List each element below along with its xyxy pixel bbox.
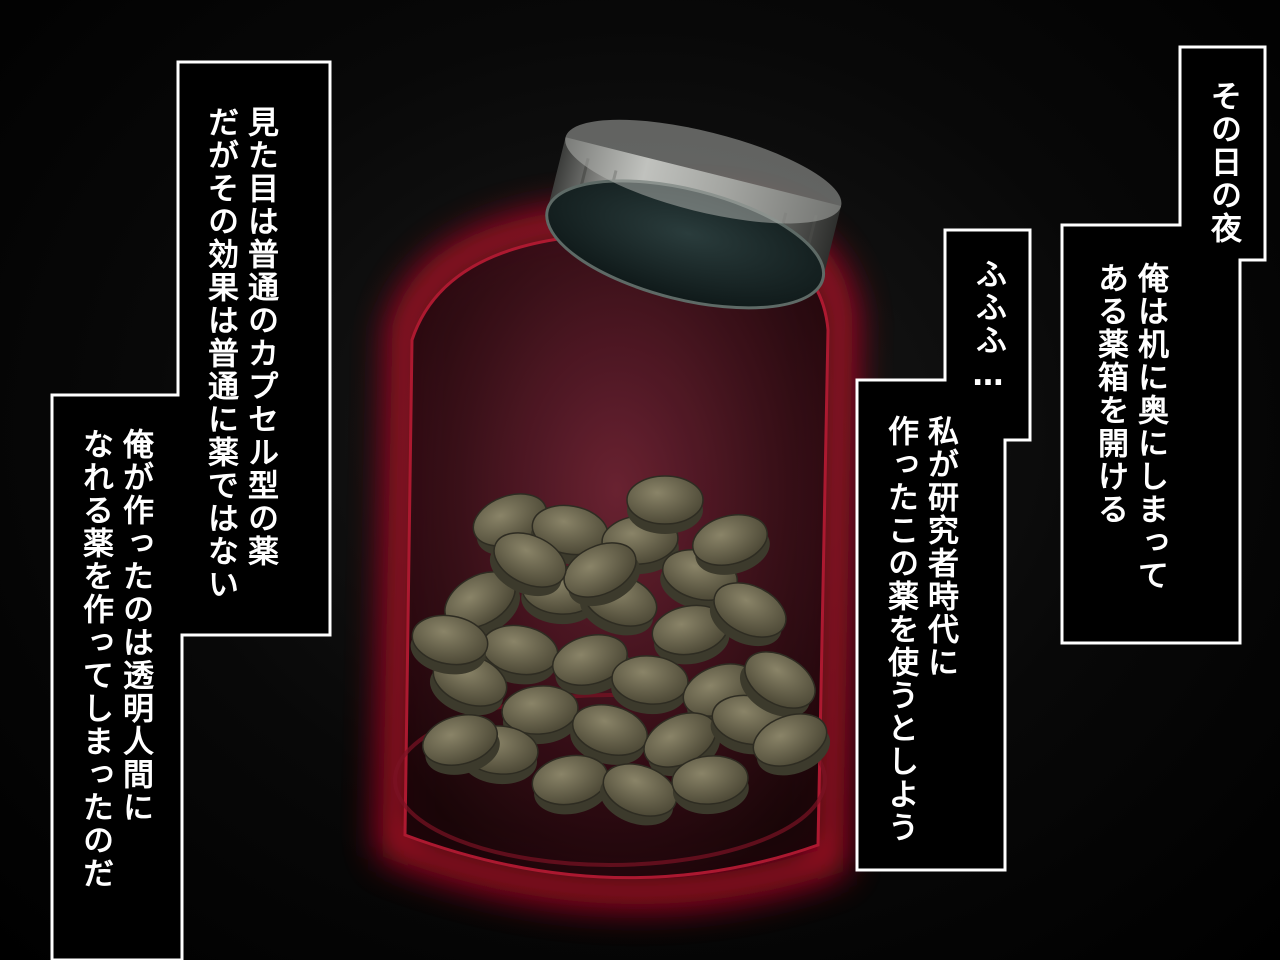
pill	[752, 713, 831, 776]
pill	[739, 651, 816, 717]
caption-left-top: 見た目は普通のカプセル型の薬 だがその効果は普通に薬ではない	[200, 106, 280, 611]
pill	[692, 514, 770, 575]
pill	[599, 763, 678, 826]
caption-line: 見た目は普通のカプセル型の薬	[242, 106, 278, 568]
caption-line: 俺は机に奥にしまって	[1132, 262, 1168, 592]
frame-right-top	[1060, 45, 1267, 645]
jar-bottom-rim	[393, 693, 827, 867]
pill	[489, 532, 567, 597]
pill	[531, 754, 610, 815]
caption-right-top-b: 俺は机に奥にしまって ある薬箱を開ける	[1090, 262, 1170, 632]
jar-glow	[379, 202, 856, 907]
pill	[422, 714, 500, 775]
pill	[709, 582, 787, 647]
caption-line: 作ったこの薬を使うとしよう	[882, 415, 918, 844]
pill	[671, 755, 749, 815]
pill	[410, 614, 489, 675]
caption-left-bottom: 俺が作ったのは透明人間に なれる薬を作ってしまったのだ	[75, 428, 155, 890]
pill	[651, 604, 730, 665]
caption-frames	[50, 45, 1267, 960]
caption-line: だがその効果は普通に薬ではない	[202, 106, 238, 601]
caption-right-top-a: その日の夜	[1205, 80, 1241, 245]
pill	[552, 634, 630, 695]
pill	[626, 475, 704, 534]
frame-left	[50, 60, 332, 960]
caption-line: なれる薬を作ってしまったのだ	[77, 428, 113, 890]
jar-cap	[545, 119, 842, 310]
pills	[410, 475, 831, 826]
caption-line: 私が研究者時代に	[922, 415, 958, 679]
caption-right-mid-b: 私が研究者時代に 作ったこの薬を使うとしよう	[880, 415, 960, 855]
frame-right-mid	[855, 228, 1032, 872]
pill	[611, 655, 689, 715]
caption-line: 俺が作ったのは透明人間に	[117, 428, 153, 824]
caption-line: ある薬箱を開ける	[1092, 262, 1128, 526]
pill	[570, 704, 648, 765]
caption-right-mid-a: ふふふ…	[970, 258, 1006, 395]
pill	[563, 542, 641, 607]
